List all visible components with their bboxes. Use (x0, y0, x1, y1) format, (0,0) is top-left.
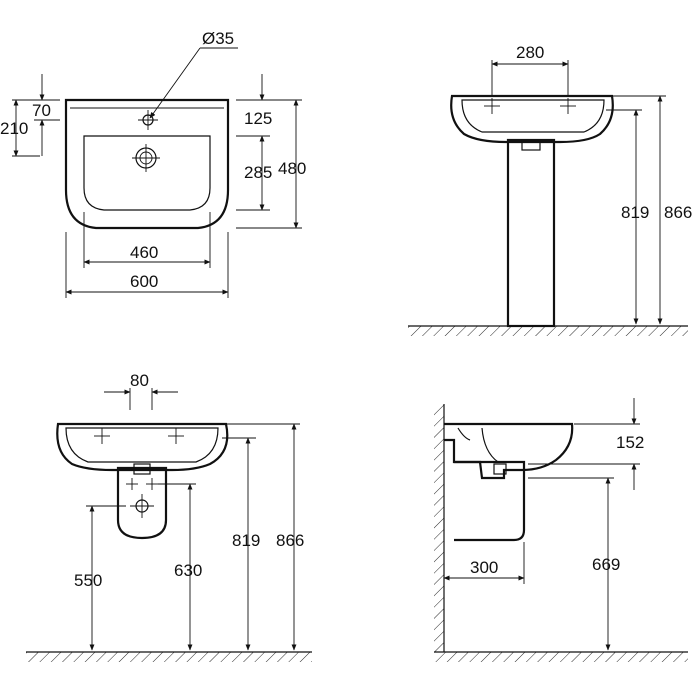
semi-pedestal-front-view: 80 550 630 819 866 (26, 371, 312, 662)
tap-hole-left-pedestal (484, 98, 500, 114)
semi-pedestal-shroud (116, 466, 168, 540)
basin-outline-plan (64, 98, 230, 230)
dim-label-480: 480 (278, 159, 306, 178)
basin-outline-pedestal (450, 94, 614, 144)
semi-pedestal-side-view: 152 300 669 (434, 398, 688, 662)
dim-label-600: 600 (130, 272, 158, 291)
tap-hole-right-pedestal (560, 98, 576, 114)
wall-hatch (434, 404, 444, 652)
pedestal-column (506, 138, 556, 328)
basin-outline-side (444, 422, 574, 480)
dim-label-70: 70 (32, 101, 51, 120)
basin-bowl-plan (83, 135, 211, 211)
dim-label-125: 125 (244, 109, 272, 128)
floor-hatch-semi (26, 652, 312, 662)
hole-diameter-leader (149, 47, 201, 119)
dim-label-80: 80 (130, 371, 149, 390)
tap-hole-plan (138, 110, 158, 130)
dim-label-866-semi: 866 (276, 531, 304, 550)
dim-label-300: 300 (470, 558, 498, 577)
tap-hole-right-semi (168, 428, 184, 444)
dim-label-285: 285 (244, 163, 272, 182)
top-view: Ø35 70 210 125 285 480 460 600 (0, 29, 306, 298)
hole-diameter-label: Ø35 (202, 29, 234, 48)
floor-hatch-side (434, 652, 688, 662)
tap-hole-left-semi (94, 428, 110, 444)
dim-label-669: 669 (592, 555, 620, 574)
basin-outline-semi (56, 422, 229, 472)
pedestal-front-view: 280 819 866 (408, 43, 692, 336)
waste-outlet-plan (132, 144, 160, 172)
dim-label-210: 210 (0, 119, 28, 138)
semi-pedestal-shroud-side (454, 460, 526, 542)
dim-label-819-semi: 819 (232, 531, 260, 550)
waste-outlet-semi (126, 478, 158, 518)
dim-label-866-pedestal: 866 (664, 203, 692, 222)
dim-label-819-pedestal: 819 (621, 203, 649, 222)
dim-label-550: 550 (74, 571, 102, 590)
dim-label-460: 460 (130, 243, 158, 262)
floor-hatch-pedestal (408, 326, 688, 336)
dim-label-630: 630 (174, 561, 202, 580)
dim-label-152: 152 (616, 433, 644, 452)
dim-label-280: 280 (516, 43, 544, 62)
